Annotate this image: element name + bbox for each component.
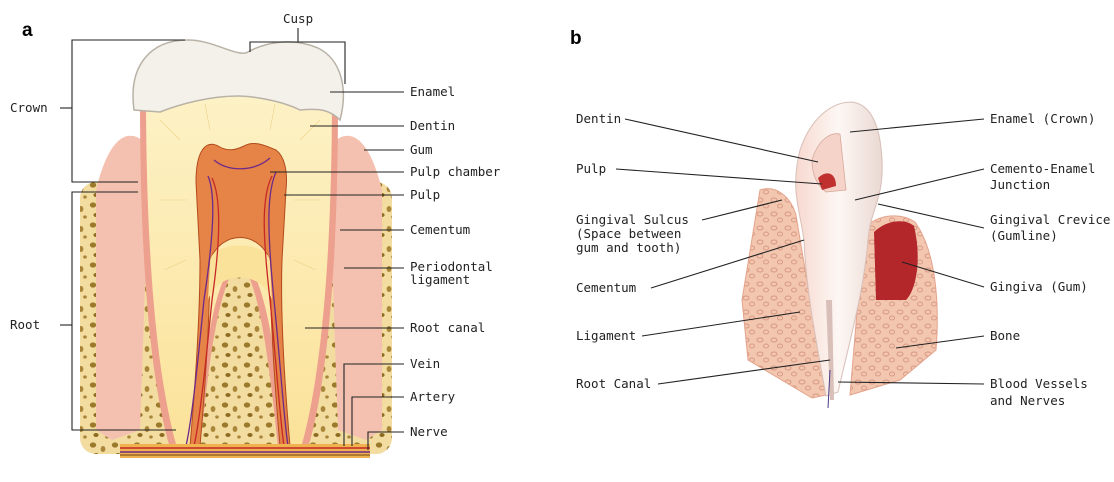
nerve-band bbox=[120, 444, 370, 458]
label-pulp-chamber: Pulp chamber bbox=[410, 164, 501, 179]
label-b-crevice-2: (Gumline) bbox=[990, 228, 1058, 243]
label-b-ligament: Ligament bbox=[576, 328, 636, 343]
label-b-vessels-1: Blood Vessels bbox=[990, 376, 1088, 391]
label-b-crevice-1: Gingival Crevice bbox=[990, 212, 1110, 227]
label-crown: Crown bbox=[10, 100, 48, 115]
label-b-dentin: Dentin bbox=[576, 111, 621, 126]
label-gum: Gum bbox=[410, 142, 433, 157]
label-b-sulcus-1: Gingival Sulcus bbox=[576, 212, 689, 227]
label-b-root-canal: Root Canal bbox=[576, 376, 651, 391]
label-vein: Vein bbox=[410, 356, 440, 371]
label-b-pulp: Pulp bbox=[576, 161, 606, 176]
label-periodontal-2: ligament bbox=[410, 272, 470, 287]
panel-a: a bbox=[10, 11, 501, 458]
gum-left bbox=[96, 136, 148, 440]
label-root: Root bbox=[10, 317, 40, 332]
label-b-bone: Bone bbox=[990, 328, 1020, 343]
label-b-sulcus-2: (Space between bbox=[576, 226, 681, 241]
label-b-gingiva: Gingiva (Gum) bbox=[990, 279, 1088, 294]
label-artery: Artery bbox=[410, 389, 456, 404]
label-b-cej-2: Junction bbox=[990, 177, 1050, 192]
gum-right bbox=[330, 136, 382, 440]
label-enamel: Enamel bbox=[410, 84, 455, 99]
label-b-sulcus-3: gum and tooth) bbox=[576, 240, 681, 255]
label-cementum: Cementum bbox=[410, 222, 470, 237]
label-nerve: Nerve bbox=[410, 424, 448, 439]
label-root-canal: Root canal bbox=[410, 320, 485, 335]
panel-b-letter: b bbox=[570, 28, 582, 49]
gingiva-dark bbox=[874, 221, 918, 300]
label-pulp: Pulp bbox=[410, 187, 440, 202]
label-b-cementum: Cementum bbox=[576, 280, 636, 295]
panel-a-letter: a bbox=[22, 20, 33, 41]
label-b-cej-1: Cemento-Enamel bbox=[990, 161, 1095, 176]
tooth-a-illustration bbox=[80, 40, 392, 458]
panel-b: b Dentin Pulp Gingival Sulcu bbox=[570, 28, 1110, 408]
label-dentin: Dentin bbox=[410, 118, 455, 133]
label-cusp: Cusp bbox=[283, 11, 313, 26]
label-b-enamel: Enamel (Crown) bbox=[990, 111, 1095, 126]
label-b-vessels-2: and Nerves bbox=[990, 393, 1065, 408]
tooth-b-illustration bbox=[742, 102, 937, 408]
